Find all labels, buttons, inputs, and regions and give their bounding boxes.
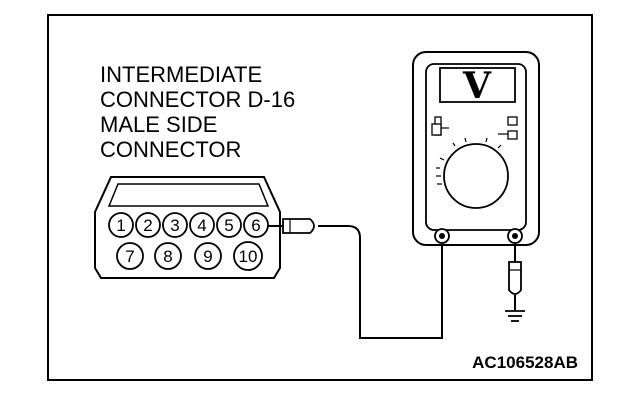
pin-7: 7 [116,242,144,270]
pin-8-label: 8 [163,247,172,266]
pin-1-label: 1 [116,216,125,235]
ground-icon [505,310,525,322]
figure-code: AC106528AB [472,353,578,372]
pin-1: 1 [108,212,134,238]
meter-symbol: V [462,65,492,107]
pin-3: 3 [162,212,188,238]
pin-5-label: 5 [224,216,233,235]
pin-4: 4 [189,212,215,238]
pin-10: 10 [233,241,263,271]
pin-5: 5 [216,212,242,238]
pin-6: 6 [243,212,269,238]
pin-9: 9 [194,242,222,270]
test-lead-wire [318,225,443,339]
pin-10-label: 10 [239,247,258,266]
range-dial [443,143,509,209]
pin-2-label: 2 [143,216,152,235]
pin-8: 8 [154,242,182,270]
pin-9-label: 9 [203,247,212,266]
pin-6-label: 6 [251,216,260,235]
pin-7-label: 7 [125,247,134,266]
label-line-4: CONNECTOR [100,137,241,162]
voltmeter: V [412,51,540,246]
probe-connector-side [268,218,315,234]
figure-frame [47,14,593,381]
label-line-2: CONNECTOR D-16 [100,87,295,112]
pin-2: 2 [135,212,161,238]
label-line-3: MALE SIDE [100,112,217,137]
ground-lead [508,243,522,310]
label-line-1: INTERMEDIATE [100,62,262,87]
pin-4-label: 4 [197,216,206,235]
pin-3-label: 3 [170,216,179,235]
meter-display [439,67,516,103]
